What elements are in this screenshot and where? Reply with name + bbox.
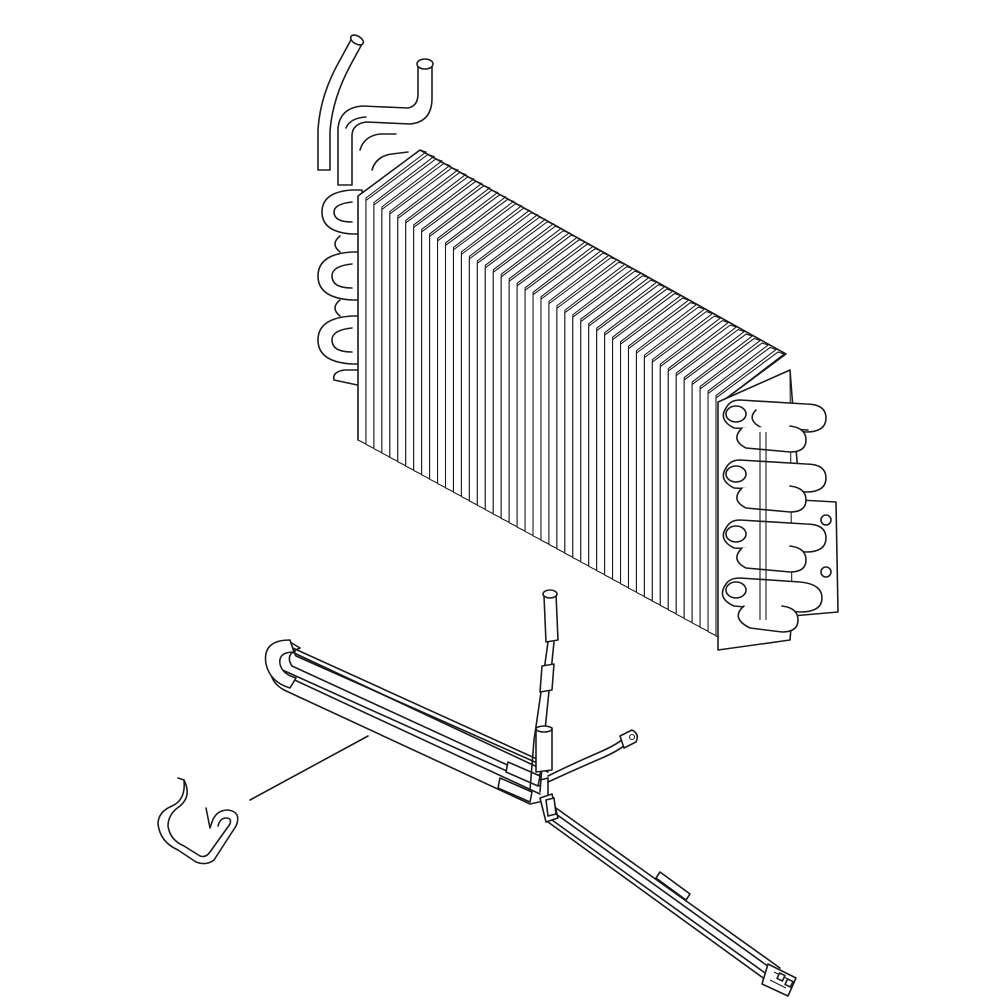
- defrost-heater: [264, 639, 797, 997]
- evaporator-left-bends: [317, 189, 363, 387]
- evaporator-right-bends: [721, 399, 827, 633]
- evaporator: [317, 34, 839, 651]
- leader-line: [249, 735, 369, 801]
- heater-clip: [157, 777, 239, 865]
- heater-harness-plug: [761, 963, 797, 997]
- evaporator-inlet-tubes: [317, 34, 434, 186]
- evaporator-fin-pack: [357, 149, 787, 641]
- defrost-thermostat: [529, 589, 639, 793]
